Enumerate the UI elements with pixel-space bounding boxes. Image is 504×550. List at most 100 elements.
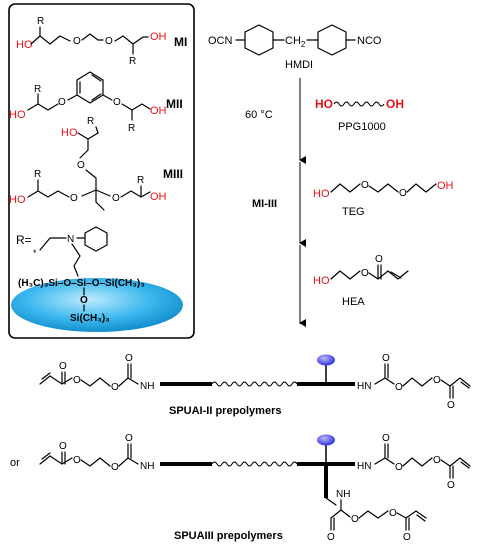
hea-ester-o-label: O: [361, 268, 369, 279]
p1-right-ethylene: [402, 377, 433, 387]
p1-right-carbamate-o: O: [395, 382, 403, 393]
silica-particle: (H₃C)₃Si–O–Si–O–Si(CH₃)₃ O Si(CH₃)₃: [11, 278, 183, 332]
p1-left-carbamate-o: O: [111, 382, 119, 393]
mi-r1-label: R: [37, 16, 44, 27]
p2-right-co-o: O: [447, 480, 455, 491]
p2-silica-pendant: [317, 434, 335, 446]
r-nitrogen-label: N: [67, 234, 74, 245]
product-spuai-ii: O O O O NH HN O O O O SPUAI-II prepolyme…: [39, 353, 471, 417]
teg-label: TEG: [342, 206, 365, 218]
silica-ellipse: [11, 278, 183, 332]
miii-top-chain3: [85, 169, 97, 191]
hmdi-nco-label: NCO: [357, 35, 382, 47]
p2-left-ester-bond: [61, 457, 73, 465]
p2-left-ester-o: O: [73, 455, 81, 466]
p2-branch-ester-bond: [396, 512, 407, 519]
teg-ho-label: HO: [313, 188, 330, 200]
miii-r-left-label: R: [34, 169, 41, 180]
p2-right-ethylene: [402, 457, 433, 467]
catalyst-panel-border: [8, 3, 195, 339]
p2-right-vinyl: [449, 457, 471, 467]
r-equals-label: R=: [16, 233, 32, 247]
mii-ring-double2: [91, 74, 102, 82]
teg-o2-label: O: [399, 188, 407, 199]
p2-left-carbamate-bond: [118, 457, 129, 467]
miii-r-right-label: R: [137, 175, 144, 186]
mi-o1-label: O: [73, 36, 81, 47]
or-label: or: [10, 457, 20, 469]
p1-right-nh: HN: [357, 381, 371, 392]
miii-center-right: [95, 189, 111, 197]
p1-left-nh-bond: [127, 377, 139, 385]
miii-ho-top-label: HO: [61, 127, 78, 139]
r-propyl-chain: [71, 243, 81, 277]
p1-right-vinyl: [449, 377, 471, 387]
hmdi-ch2-label: CH2: [285, 35, 306, 49]
siloxane-bottom-label: Si(CH₃)₃: [70, 313, 110, 324]
r-attachment-star: *: [33, 248, 37, 258]
p2-branch-nh: NH: [336, 489, 350, 500]
miii-o-left-label: O: [70, 193, 78, 204]
mii-o-bond-left: [67, 94, 78, 101]
mi-o2-label: O: [105, 36, 113, 47]
p1-left-ester-bond: [61, 377, 73, 385]
mi-ho-label: HO: [16, 39, 33, 51]
miii-ethyl: [95, 189, 105, 211]
hea-structure: HO O O HEA: [313, 254, 409, 308]
teg-chain2: [368, 183, 399, 193]
mi-chain-mid: [81, 33, 104, 41]
hea-carbonyl-o-label: O: [375, 254, 383, 265]
p2-right-carbamate-co-o: O: [382, 433, 390, 444]
miii-center-left: [81, 189, 97, 197]
miii-o-top-label: O: [77, 160, 85, 171]
p1-backbone-wave: [211, 381, 298, 387]
siloxane-o-label: O: [80, 295, 88, 306]
miii-top-r-stub: [95, 126, 99, 134]
hmdi-structure: OCN CH2 NCO HMDI: [208, 24, 382, 71]
p1-left-vinyl-db: [41, 372, 51, 380]
hea-chain1: [330, 270, 361, 280]
ppg-structure: HO OH PPG1000: [315, 97, 404, 133]
r-group-definition: R= * N: [16, 226, 108, 277]
mii-r2-label: R: [128, 123, 135, 134]
p1-left-carbamate-co-o: O: [125, 353, 133, 364]
p2-left-nh-bond: [127, 457, 139, 465]
p2-branch-vinyl-db: [416, 514, 426, 522]
hmdi-ring-left: [244, 24, 274, 56]
p2-left-carbamate-o: O: [111, 462, 119, 473]
p2-right-carbamate-bond: [384, 457, 395, 465]
step2-label: MI-III: [252, 198, 277, 210]
mii-o-bond-right: [102, 94, 113, 101]
teg-oh-label: OH: [437, 180, 454, 192]
r-ch2-bond: [39, 237, 67, 251]
p2-branch-ester-o: O: [389, 508, 397, 519]
p2-branch-carbamate-o: O: [351, 514, 359, 525]
p1-right-nh-bond: [374, 377, 386, 385]
hea-double-bond: [390, 271, 402, 279]
p1-left-carbamate-bond: [118, 377, 129, 387]
mii-o2-label: O: [113, 97, 121, 108]
p1-right-ester-o: O: [433, 375, 441, 386]
p2-branch-bond: [325, 497, 337, 506]
teg-chain1: [330, 183, 361, 193]
temperature-label: 60 °C: [245, 109, 273, 121]
miii-left-chain: [27, 190, 70, 198]
mii-r1-label: R: [34, 84, 41, 95]
miii-oh-right-label: OH: [150, 191, 167, 203]
p1-left-nh: NH: [140, 381, 154, 392]
mi-chain-left: [30, 35, 71, 45]
p2-branch-carbamate-bond: [330, 509, 342, 519]
miii-structure: HO R O O R HO O R OH MIII: [9, 116, 183, 211]
p1-right-co-o: O: [447, 400, 455, 411]
teg-chain3: [406, 183, 437, 193]
p1-right-vinyl-db: [460, 381, 470, 389]
p2-left-co-o: O: [59, 441, 67, 452]
p2-branch-ester-co-o: O: [403, 532, 411, 543]
p2-right-nh: HN: [357, 461, 371, 472]
miii-o-right-label: O: [112, 193, 120, 204]
p1-left-vinyl: [39, 371, 63, 385]
p2-branch-vinyl: [405, 510, 427, 519]
p2-left-nh: NH: [140, 461, 154, 472]
mii-benzene-ring: [76, 71, 104, 104]
p1-right-ester-bond: [440, 379, 451, 387]
